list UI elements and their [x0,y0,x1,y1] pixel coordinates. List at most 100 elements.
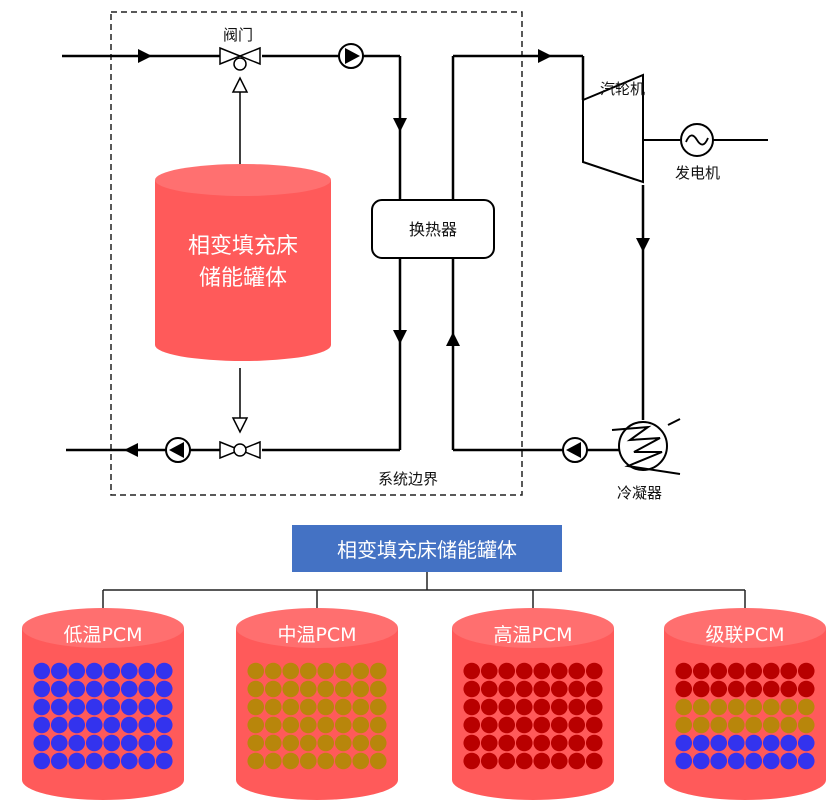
pcm-ball [568,680,586,698]
pcm-ball [745,698,763,716]
pcm-ball [85,752,103,770]
pcm-ball [85,698,103,716]
pcm-ball [103,716,121,734]
pcm-ball [515,662,533,680]
pcm-ball [762,698,780,716]
pcm-tank-top [22,608,184,648]
pcm-ball [710,680,728,698]
pcm-ball [533,698,551,716]
pcm-ball [264,662,282,680]
pcm-ball [33,752,51,770]
pcm-ball [120,662,138,680]
pcm-ball [247,752,265,770]
pcm-ball [68,716,86,734]
pcm-ball [585,752,603,770]
pcm-ball [50,716,68,734]
pcm-ball [50,662,68,680]
pcm-ball [550,734,568,752]
pcm-ball [745,680,763,698]
pcm-ball [780,752,798,770]
pcm-ball [550,698,568,716]
pcm-ball [282,734,300,752]
pcm-ball [585,662,603,680]
pcm-ball [550,662,568,680]
pcm-ball [155,662,173,680]
generator-icon [680,123,714,157]
pcm-ball [103,752,121,770]
pcm-ball [138,752,156,770]
generator-label: 发电机 [675,164,720,182]
pcm-ball [103,734,121,752]
tank-label-line2: 储能罐体 [199,266,287,291]
pcm-ball [138,662,156,680]
pcm-ball [745,734,763,752]
pcm-ball [692,680,710,698]
valve-bottom [219,440,261,460]
pcm-ball [568,662,586,680]
pcm-ball [585,716,603,734]
pcm-ball [282,662,300,680]
flow-arrow-inlet [138,49,152,63]
pcm-ball [568,752,586,770]
pcm-ball [463,734,481,752]
phase-change-tank [155,164,331,361]
pcm-ball [264,752,282,770]
pcm-ball [68,680,86,698]
flow-arrow-down-1 [393,118,407,132]
pcm-ball [103,680,121,698]
pcm-tank-label: 中温PCM [277,624,356,646]
pcm-ball [515,752,533,770]
pcm-ball [515,716,533,734]
heat-exchanger-label: 换热器 [409,220,457,239]
pcm-ball [369,662,387,680]
pcm-ball [334,662,352,680]
turbine-icon [582,73,644,184]
pcm-ball [498,716,516,734]
pcm-ball [727,698,745,716]
pcm-ball [138,680,156,698]
pcm-ball [299,698,317,716]
pcm-ball [780,734,798,752]
pcm-ball [480,698,498,716]
pcm-ball [727,752,745,770]
pcm-ball [138,716,156,734]
pcm-ball [480,680,498,698]
pcm-ball [568,716,586,734]
pcm-ball [85,716,103,734]
pcm-ball [727,734,745,752]
pcm-ball [317,680,335,698]
pcm-ball [797,752,815,770]
pcm-ball [68,698,86,716]
pcm-ball [533,752,551,770]
pcm-ball [710,734,728,752]
pcm-ball [369,734,387,752]
flow-arrow-valve-bottom [231,417,249,434]
pcm-tank-body [664,628,826,800]
pcm-tank-2: 中温PCM [236,608,398,800]
pcm-ball [317,698,335,716]
pcm-tank-3: 高温PCM [452,608,614,800]
pcm-ball [710,698,728,716]
pcm-ball [282,716,300,734]
pcm-ball [299,716,317,734]
pcm-ball [675,662,693,680]
pcm-ball [533,680,551,698]
pcm-ball [710,662,728,680]
flow-arrow-down-turbine [636,238,650,252]
pcm-ball [727,662,745,680]
pcm-ball [762,752,780,770]
pcm-ball [498,734,516,752]
system-boundary-box [110,11,523,496]
pcm-ball [498,752,516,770]
pcm-ball [138,698,156,716]
pcm-ball [352,752,370,770]
pcm-ball [120,680,138,698]
pcm-ball [264,680,282,698]
pcm-ball [155,698,173,716]
pcm-ball [317,734,335,752]
pcm-ball [745,662,763,680]
condenser-label: 冷凝器 [617,484,662,502]
pcm-ball [369,698,387,716]
pcm-ball [780,680,798,698]
